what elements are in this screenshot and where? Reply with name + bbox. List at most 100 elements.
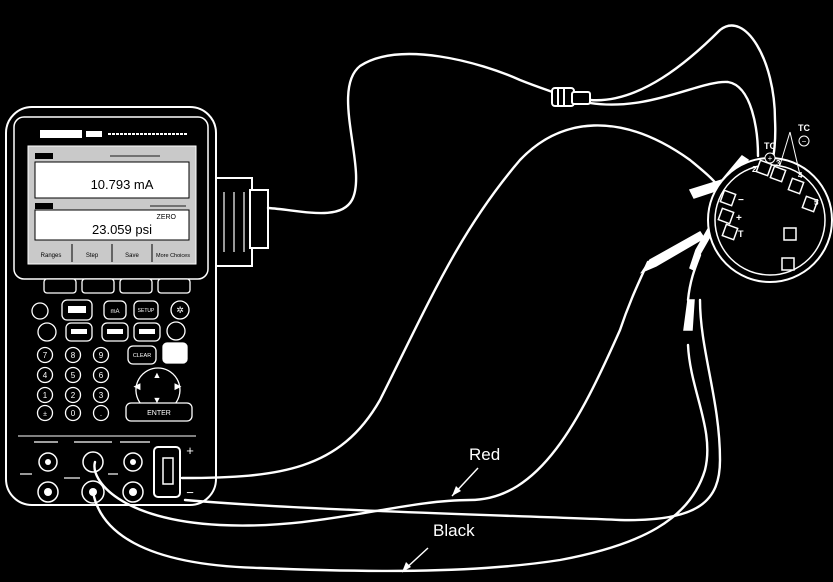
terminal-minus[interactable] xyxy=(719,189,737,207)
ohm-key-label xyxy=(107,329,123,334)
softkey-1[interactable] xyxy=(43,278,77,294)
key-dot-label: . xyxy=(100,409,102,418)
hz-key-label xyxy=(71,329,87,334)
screen-bottom-panel xyxy=(34,209,190,241)
sun-icon: ✲ xyxy=(176,305,184,315)
ground-terminal-lower[interactable] xyxy=(781,257,795,271)
terminal-test[interactable] xyxy=(721,223,739,241)
key-2[interactable] xyxy=(64,386,82,404)
arrow-left-icon[interactable]: ◀ xyxy=(134,381,141,391)
enter-button[interactable] xyxy=(125,402,193,422)
key-5-label: 5 xyxy=(71,371,76,380)
arrow-up-icon[interactable]: ▲ xyxy=(153,370,162,380)
key-9-label: 9 xyxy=(99,351,104,360)
setup-key-label: SETUP xyxy=(138,308,155,314)
pressure-fitting xyxy=(551,87,591,107)
jack-captions xyxy=(20,441,150,479)
pressure-module-connector xyxy=(215,177,269,267)
tc-key-label xyxy=(139,329,155,334)
terminal-plus[interactable] xyxy=(717,207,735,225)
tc-plus-symbol: + xyxy=(768,154,773,163)
backlight-button[interactable] xyxy=(170,300,190,320)
side-terminal-slot xyxy=(162,457,174,485)
arrow-down-icon[interactable]: ▼ xyxy=(153,395,162,405)
tc-cable-second xyxy=(588,80,760,158)
model-badge xyxy=(86,131,102,137)
numeric-keypad xyxy=(36,346,110,422)
terminal-minus-label: − xyxy=(738,195,744,206)
tc-cable xyxy=(588,24,777,164)
softkey-label-step: Step xyxy=(86,253,99,259)
pressure-cable xyxy=(266,52,564,215)
tc-plus-badge xyxy=(764,152,776,164)
ground-terminal[interactable] xyxy=(783,227,797,241)
key-0-label: 0 xyxy=(71,409,76,418)
tc-label-minus-side: TC xyxy=(798,123,810,133)
loop-lead xyxy=(183,298,722,522)
key-1[interactable] xyxy=(36,386,54,404)
terminal-number-4: 4 xyxy=(798,171,803,180)
arrow-right-icon[interactable]: ▶ xyxy=(175,381,182,391)
plus-minus-icon: ± xyxy=(43,411,47,418)
softkey-4[interactable] xyxy=(157,278,191,294)
screen-bottom-header xyxy=(35,203,53,209)
terminal-2[interactable] xyxy=(755,159,773,177)
meas-source-label xyxy=(68,306,86,313)
clear-key-label: CLEAR xyxy=(133,353,151,359)
key-6[interactable] xyxy=(92,366,110,384)
key-9[interactable] xyxy=(92,346,110,364)
clear-button[interactable] xyxy=(127,345,157,365)
transmitter-terminal-block: 2 3 4 5 − + T TC + TC − xyxy=(707,123,833,283)
softkey-2[interactable] xyxy=(81,278,115,294)
red-lead xyxy=(180,124,720,480)
tc-minus-badge xyxy=(798,135,810,147)
black-probe xyxy=(683,299,695,331)
pressure-button[interactable] xyxy=(166,321,186,341)
key-5[interactable] xyxy=(64,366,82,384)
reading-top: 10.793 mA xyxy=(91,177,154,192)
function-keys-row-1 xyxy=(31,299,190,321)
key-6-label: 6 xyxy=(99,371,104,380)
key-4-label: 4 xyxy=(43,371,48,380)
key-plus-minus[interactable] xyxy=(36,404,54,422)
side-output-terminal: + − xyxy=(153,443,194,500)
key-8-label: 8 xyxy=(71,351,76,360)
ma-button[interactable] xyxy=(103,300,127,320)
softkey-label-more-choices: More Choices xyxy=(156,253,190,259)
terminal-plus-label: + xyxy=(736,213,742,224)
key-3[interactable] xyxy=(92,386,110,404)
key-7[interactable] xyxy=(36,346,54,364)
power-button[interactable] xyxy=(31,302,49,320)
v-button[interactable] xyxy=(37,322,57,342)
key-7-label: 7 xyxy=(43,351,48,360)
side-terminal-plus: + xyxy=(186,443,194,458)
terminal-4[interactable] xyxy=(787,177,805,195)
step-button[interactable] xyxy=(162,342,188,364)
key-3-label: 3 xyxy=(99,391,104,400)
enter-key-label: ENTER xyxy=(147,410,171,417)
softkey-label-save: Save xyxy=(125,253,139,259)
key-dot[interactable] xyxy=(92,404,110,422)
key-0[interactable] xyxy=(64,404,82,422)
fitting-body xyxy=(571,91,591,105)
key-8[interactable] xyxy=(64,346,82,364)
terminal-test-label: T xyxy=(738,229,744,239)
red-probe xyxy=(639,231,706,274)
softkey-3[interactable] xyxy=(119,278,153,294)
softkey-labels: Ranges Step Save More Choices xyxy=(41,244,190,262)
reading-bottom: 23.059 psi xyxy=(92,222,152,237)
softkey-label-ranges: Ranges xyxy=(41,253,62,259)
key-4[interactable] xyxy=(36,366,54,384)
tc-label-plus-side: TC xyxy=(764,141,776,151)
key-1-label: 1 xyxy=(43,391,48,400)
red-label: Red xyxy=(469,445,500,464)
cables xyxy=(91,24,777,573)
setup-button[interactable] xyxy=(133,300,159,320)
terminal-3[interactable] xyxy=(769,165,787,183)
connector-cap xyxy=(249,189,269,249)
zero-label: ZERO xyxy=(157,214,177,221)
terminal-5[interactable] xyxy=(801,195,819,213)
jack-ma[interactable] xyxy=(82,451,104,473)
screen-top-header xyxy=(35,153,53,159)
